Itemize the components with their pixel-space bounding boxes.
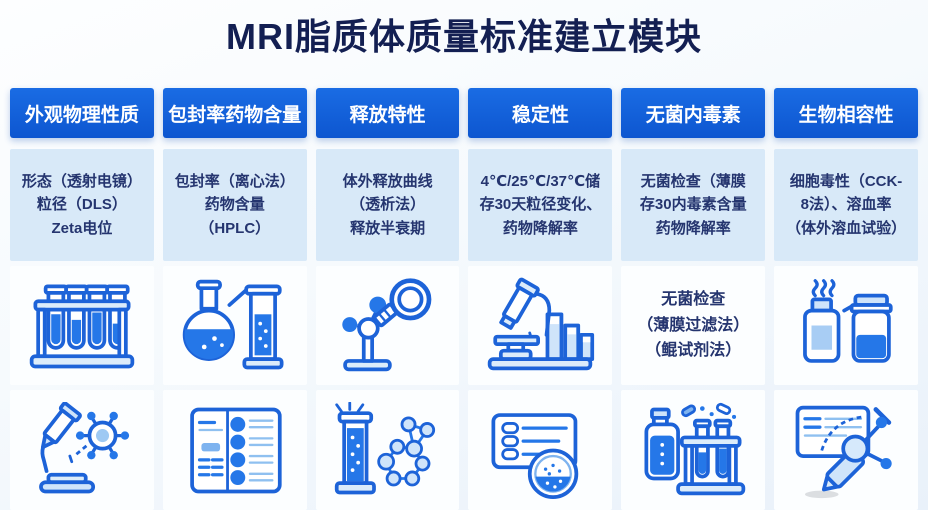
column-description: 4℃/25℃/37℃储 存30天粒径变化、 药物降解率 bbox=[468, 149, 613, 261]
text-cell: 无菌检查 （薄膜过滤法） （鲲试剂法） bbox=[621, 266, 766, 385]
card-pen-probe-icon bbox=[795, 405, 892, 498]
cylinder-molecule-icon bbox=[334, 401, 435, 494]
column-biocompatibility: 生物相容性 细胞毒性（CCK- 8法）、溶血率 （体外溶血试验） bbox=[774, 88, 918, 510]
test-tube-rack-icon bbox=[29, 284, 135, 369]
column-description: 包封率（离心法） 药物含量 （HPLC） bbox=[162, 149, 307, 261]
card-petri-dish-icon bbox=[491, 412, 579, 499]
icon-cell bbox=[468, 390, 613, 510]
icon-cell bbox=[315, 390, 460, 510]
column-sterility: 无菌内毒素 无菌检查（薄膜 存30内毒素含量 药物降解率 无菌检查 （薄膜过滤法… bbox=[621, 88, 766, 510]
column-encapsulation: 包封率药物含量 包封率（离心法） 药物含量 （HPLC） bbox=[162, 88, 307, 510]
column-stability: 稳定性 4℃/25℃/37℃储 存30天粒径变化、 药物降解率 bbox=[468, 88, 613, 510]
column-description: 体外释放曲线 （透析法） 释放半衰期 bbox=[315, 149, 460, 261]
steaming-bottles-icon bbox=[803, 279, 893, 363]
icon-cell bbox=[468, 266, 613, 385]
column-header: 生物相容性 bbox=[774, 88, 918, 138]
sterility-check-note: 无菌检查 （薄膜过滤法） （鲲试剂法） bbox=[637, 291, 750, 360]
magnifier-molecule-icon bbox=[341, 278, 431, 372]
microscope-bars-icon bbox=[488, 277, 595, 371]
icon-cell bbox=[774, 266, 918, 385]
icon-cell bbox=[162, 266, 307, 385]
microscope-molecule-icon bbox=[39, 401, 130, 493]
column-header: 稳定性 bbox=[468, 88, 613, 138]
icon-cell bbox=[162, 390, 307, 510]
column-description: 细胞毒性（CCK- 8法）、溶血率 （体外溶血试验） bbox=[774, 149, 918, 261]
bottle-tube-rack-pills-icon bbox=[644, 402, 746, 495]
column-description: 无菌检查（薄膜 存30内毒素含量 药物降解率 bbox=[621, 149, 766, 261]
flask-cylinder-icon bbox=[182, 279, 284, 370]
column-appearance: 外观物理性质 形态（透射电镜） 粒径（DLS） Zeta电位 bbox=[10, 88, 154, 510]
icon-cell bbox=[774, 390, 918, 510]
column-header: 无菌内毒素 bbox=[621, 88, 766, 138]
page-title: MRI脂质体质量标准建立模块 bbox=[226, 16, 702, 57]
icon-cell bbox=[10, 266, 154, 385]
column-header: 包封率药物含量 bbox=[162, 88, 307, 138]
icon-cell bbox=[315, 266, 460, 385]
column-description: 形态（透射电镜） 粒径（DLS） Zeta电位 bbox=[10, 149, 154, 261]
module-grid: 外观物理性质 形态（透射电镜） 粒径（DLS） Zeta电位 bbox=[10, 88, 918, 510]
icon-cell bbox=[10, 390, 154, 510]
checklist-book-icon bbox=[189, 407, 282, 493]
icon-cell bbox=[621, 390, 766, 510]
column-release: 释放特性 体外释放曲线 （透析法） 释放半衰期 bbox=[315, 88, 460, 510]
column-header: 外观物理性质 bbox=[10, 88, 154, 138]
column-header: 释放特性 bbox=[315, 88, 460, 138]
